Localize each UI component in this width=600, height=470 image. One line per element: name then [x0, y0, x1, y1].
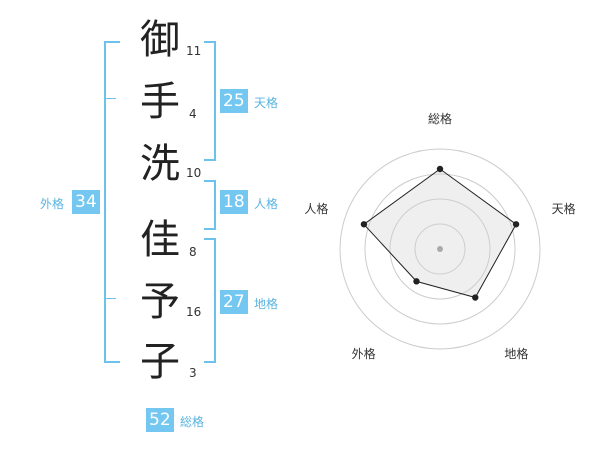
chikaku-label: 地格 [254, 297, 279, 311]
radar-point-1 [436, 165, 444, 173]
name-char-3: 洗 [140, 141, 180, 187]
jinkaku-label: 人格 [254, 197, 279, 211]
name-char-5: 予 [140, 279, 180, 325]
radar-axis-label-4: 外格 [352, 346, 376, 361]
jinkaku-bracket [204, 180, 216, 230]
radar-point-2 [512, 221, 520, 228]
stroke-count-1: 11 [186, 44, 202, 58]
soukaku-badge: 52 [146, 408, 174, 432]
radar-ring-3 [364, 173, 516, 325]
gaikaku-badge: 34 [72, 190, 100, 214]
radar-ring-4 [339, 148, 541, 350]
gaikaku-label: 外格 [40, 197, 65, 211]
radar-point-3 [472, 294, 479, 301]
stroke-count-6: 3 [189, 366, 197, 380]
stroke-count-5: 16 [186, 305, 202, 319]
chikaku-bracket [204, 238, 216, 363]
radar-ring-2 [389, 198, 491, 300]
stroke-count-3: 10 [186, 166, 202, 180]
radar-point-5 [360, 221, 368, 228]
name-char-6: 子 [140, 339, 180, 385]
stroke-count-2: 4 [189, 107, 197, 121]
tenkaku-label: 天格 [254, 96, 279, 110]
soukaku-label: 総格 [180, 415, 205, 429]
name-char-4: 佳 [140, 217, 180, 263]
gaikaku-tick-2 [104, 298, 116, 299]
radar-polygon [363, 168, 517, 299]
gaikaku-tick-1 [104, 98, 116, 99]
stroke-count-4: 8 [189, 245, 197, 259]
jinkaku-badge: 18 [220, 190, 248, 214]
tenkaku-badge: 25 [220, 89, 248, 113]
radar-point-4 [413, 278, 420, 285]
radar-axis-label-5: 人格 [304, 201, 328, 216]
radar-axis-label-1: 総格 [428, 111, 452, 126]
name-char-2: 手 [140, 79, 180, 125]
gaikaku-bracket [104, 41, 120, 363]
chikaku-badge: 27 [220, 290, 248, 314]
name-char-1: 御 [140, 17, 180, 63]
radar-axis-label-3: 地格 [504, 346, 528, 361]
tenkaku-bracket [204, 41, 216, 161]
radar-center [437, 246, 443, 252]
radar-axis-label-2: 天格 [552, 201, 576, 216]
radar-ring-1 [414, 223, 466, 275]
